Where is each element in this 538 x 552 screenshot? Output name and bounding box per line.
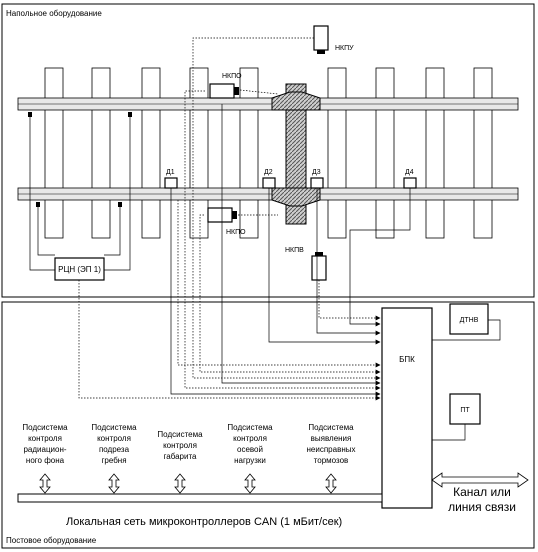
nkpo-bottom-label: НКПО: [226, 229, 246, 236]
subsystem-1: Подсистема контроля радиацион- ного фона: [22, 423, 68, 465]
svg-text:контроля: контроля: [163, 441, 197, 450]
svg-text:неисправных: неисправных: [307, 445, 356, 454]
svg-text:Д1: Д1: [166, 169, 175, 176]
nkpo-bottom-device: НКПО: [207, 207, 246, 236]
svg-text:Д4: Д4: [405, 169, 414, 176]
svg-text:подреза: подреза: [99, 445, 130, 454]
post-equipment-title: Постовое оборудование: [6, 536, 97, 545]
svg-text:контроля: контроля: [233, 434, 267, 443]
can-bus: Локальная сеть микроконтроллеров CAN (1 …: [17, 493, 383, 528]
floor-equipment-frame: [1, 3, 535, 298]
nkpv-device: НКПВ: [285, 247, 327, 281]
svg-text:радиацион-: радиацион-: [23, 445, 66, 454]
track-circuit-wires: [29, 112, 131, 271]
bpk-block: БПК: [381, 307, 433, 509]
nkpu-label: НКПУ: [335, 45, 354, 52]
svg-text:Подсистема: Подсистема: [22, 423, 68, 432]
rcn-block: РЦН (ЭП 1): [54, 257, 105, 281]
nkpu-device: НКПУ: [313, 25, 354, 54]
svg-text:БПК: БПК: [399, 355, 415, 364]
svg-text:Подсистема: Подсистема: [227, 423, 273, 432]
sleepers: [44, 67, 493, 239]
pt-block: ПТ: [432, 393, 481, 441]
svg-text:осевой: осевой: [237, 445, 263, 454]
nkpv-label: НКПВ: [285, 247, 304, 254]
subsystem-2: Подсистема контроля подреза гребня: [91, 423, 137, 465]
post-equipment-frame: [1, 301, 535, 549]
svg-text:контроля: контроля: [28, 434, 62, 443]
rail-bottom: [17, 187, 519, 201]
subsystem-4: Подсистема контроля осевой нагрузки: [227, 423, 273, 465]
svg-text:контроля: контроля: [97, 434, 131, 443]
svg-text:гребня: гребня: [101, 456, 126, 465]
sensor-d1: Д1: [164, 169, 178, 189]
svg-text:РЦН (ЭП 1): РЦН (ЭП 1): [58, 265, 101, 274]
svg-text:тормозов: тормозов: [314, 456, 349, 465]
svg-text:габарита: габарита: [164, 452, 198, 461]
svg-text:нагрузки: нагрузки: [234, 456, 266, 465]
sensor-d4: Д4: [403, 169, 417, 189]
dtnv-block: ДТНВ: [432, 303, 501, 341]
subsystem-can-arrows: [39, 473, 337, 494]
signal-lines: [78, 37, 411, 401]
svg-text:Д3: Д3: [312, 169, 321, 176]
svg-text:Д2: Д2: [264, 169, 273, 176]
svg-text:выявления: выявления: [311, 434, 352, 443]
nkpo-top-label: НКПО: [222, 73, 242, 80]
svg-text:Канал или: Канал или: [453, 485, 511, 499]
subsystem-5: Подсистема выявления неисправных тормозо…: [307, 423, 356, 465]
can-bus-label: Локальная сеть микроконтроллеров CAN (1 …: [66, 516, 342, 528]
floor-equipment-title: Напольное оборудование: [6, 9, 102, 18]
svg-text:Подсистема: Подсистема: [157, 430, 203, 439]
channel-arrow: Канал или линия связи: [431, 472, 529, 514]
svg-text:ПТ: ПТ: [460, 407, 470, 414]
rail-contact-points: [28, 112, 132, 207]
svg-text:линия связи: линия связи: [448, 500, 516, 514]
sensor-d3: Д3: [310, 169, 324, 189]
svg-text:Подсистема: Подсистема: [91, 423, 137, 432]
svg-text:Подсистема: Подсистема: [308, 423, 354, 432]
svg-text:ного фона: ного фона: [26, 456, 65, 465]
sensor-sleeper: [271, 83, 321, 225]
nkpo-top-device: НКПО: [209, 73, 242, 99]
subsystem-3: Подсистема контроля габарита: [157, 430, 203, 461]
rail-top: [17, 97, 519, 111]
sensor-d2: Д2: [262, 169, 276, 189]
svg-text:ДТНВ: ДТНВ: [460, 317, 479, 324]
